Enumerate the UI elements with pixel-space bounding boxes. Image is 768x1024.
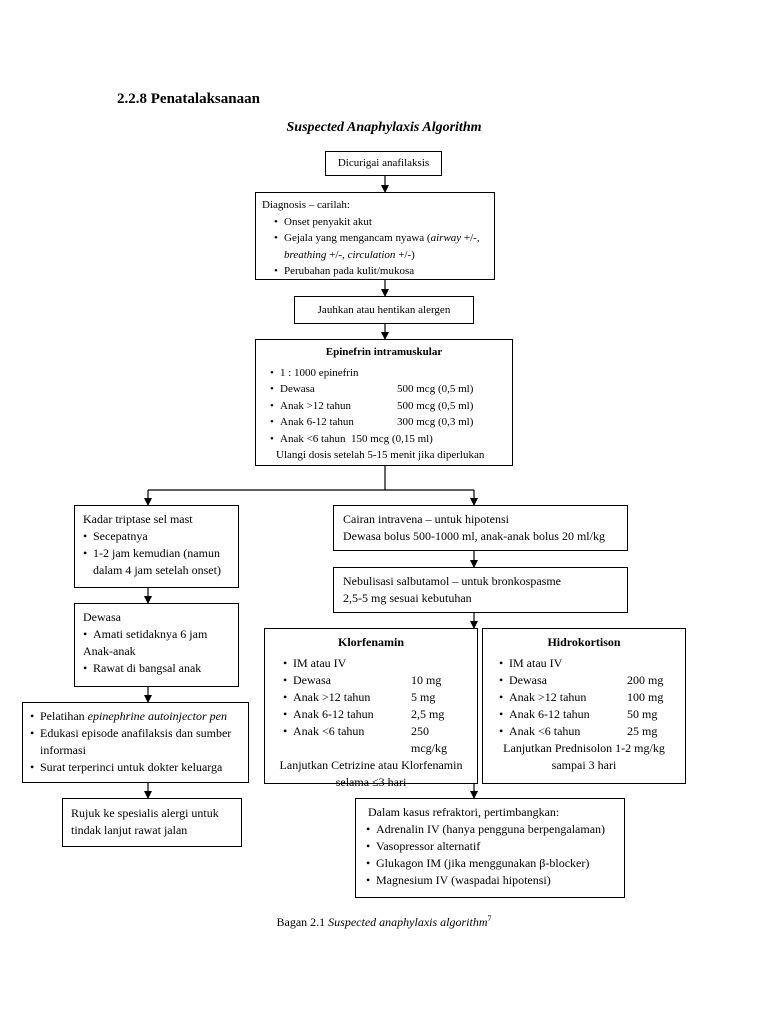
- refractory-item-adrenalin: Adrenalin IV (hanya pengguna berpengalam…: [366, 821, 614, 838]
- refractory-heading: Dalam kasus refraktori, pertimbangkan:: [368, 805, 560, 819]
- epinefrin-row-concentration: 1 : 1000 epinefrin: [270, 365, 504, 382]
- figure-caption: Bagan 2.1 Suspected anaphylaxis algorith…: [276, 914, 492, 929]
- diagnosis-item-onset: Onset penyakit akut: [274, 214, 488, 231]
- hidrokortison-title: Hidrokortison: [547, 635, 621, 649]
- diagnosis-box: Diagnosis – carilah: Onset penyakit akut…: [255, 192, 495, 280]
- diagram-title: Suspected Anaphylaxis Algorithm: [286, 120, 482, 135]
- observe-item-child: Rawat di bangsal anak: [83, 660, 230, 677]
- refractory-item-glukagon: Glukagon IM (jika menggunakan β-blocker): [366, 855, 614, 872]
- ivfluid-line1: Cairan intravena – untuk hipotensi: [343, 512, 509, 526]
- referral-text: Rujuk ke spesialis alergi untuk tindak l…: [71, 806, 219, 837]
- observe-box: Dewasa Amati setidaknya 6 jam Anak-anak …: [74, 603, 239, 687]
- tryptase-item-later: 1-2 jam kemudian (namun dalam 4 jam sete…: [83, 545, 230, 579]
- allergen-box: Jauhkan atau hentikan alergen: [294, 296, 474, 324]
- education-item-training: Pelatihan epinephrine autoinjector pen: [30, 708, 241, 725]
- tryptase-box: Kadar triptase sel mast Secepatnya 1-2 j…: [74, 505, 239, 588]
- observe-item-adult: Amati setidaknya 6 jam: [83, 626, 230, 643]
- salbutamol-line2: 2,5-5 mg sesuai kebutuhan: [343, 591, 472, 605]
- diagnosis-item-skin: Perubahan pada kulit/mukosa: [274, 263, 488, 280]
- klorfenamin-row-route: IM atau IV: [283, 655, 467, 672]
- diagnosis-heading: Diagnosis – carilah:: [262, 199, 350, 211]
- epinefrin-row-child-6: Anak <6 tahun 150 mcg (0,15 ml): [270, 431, 504, 448]
- tryptase-item-immediate: Secepatnya: [83, 528, 230, 545]
- epinefrin-box: Epinefrin intramuskular 1 : 1000 epinefr…: [255, 339, 513, 466]
- refractory-item-magnesium: Magnesium IV (waspadai hipotensi): [366, 872, 614, 889]
- section-heading: 2.2.8 Penatalaksanaan: [117, 91, 260, 107]
- hidrokortison-row-route: IM atau IV: [499, 655, 675, 672]
- education-box: Pelatihan epinephrine autoinjector pen E…: [22, 702, 249, 783]
- observe-child-label: Anak-anak: [83, 644, 136, 658]
- allergen-text: Jauhkan atau hentikan alergen: [317, 304, 451, 316]
- start-box: Dicurigai anafilaksis: [325, 151, 442, 176]
- referral-box: Rujuk ke spesialis alergi untuk tindak l…: [62, 798, 242, 847]
- tryptase-heading: Kadar triptase sel mast: [83, 512, 193, 526]
- refractory-item-vasopressor: Vasopressor alternatif: [366, 838, 614, 855]
- epinefrin-repeat: Ulangi dosis setelah 5-15 menit jika dip…: [276, 449, 485, 461]
- education-item-education: Edukasi episode anafilaksis dan sumber i…: [30, 725, 241, 759]
- salbutamol-box: Nebulisasi salbutamol – untuk bronkospas…: [333, 567, 628, 613]
- hidrokortison-continue: Lanjutkan Prednisolon 1-2 mg/kg sampai 3…: [503, 741, 665, 772]
- start-text: Dicurigai anafilaksis: [337, 157, 430, 169]
- education-item-letter: Surat terperinci untuk dokter keluarga: [30, 759, 241, 776]
- ivfluid-line2: Dewasa bolus 500-1000 ml, anak-anak bolu…: [343, 529, 605, 543]
- diagnosis-item-symptoms: Gejala yang mengancam nyawa (airway +/-,…: [274, 230, 488, 263]
- observe-adult-label: Dewasa: [83, 610, 121, 624]
- klorfenamin-continue: Lanjutkan Cetrizine atau Klorfenamin sel…: [279, 758, 463, 789]
- epinefrin-title: Epinefrin intramuskular: [325, 346, 443, 358]
- klorfenamin-title: Klorfenamin: [338, 635, 404, 649]
- refractory-box: Dalam kasus refraktori, pertimbangkan: A…: [355, 798, 625, 898]
- salbutamol-line1: Nebulisasi salbutamol – untuk bronkospas…: [343, 574, 561, 588]
- ivfluid-box: Cairan intravena – untuk hipotensi Dewas…: [333, 505, 628, 551]
